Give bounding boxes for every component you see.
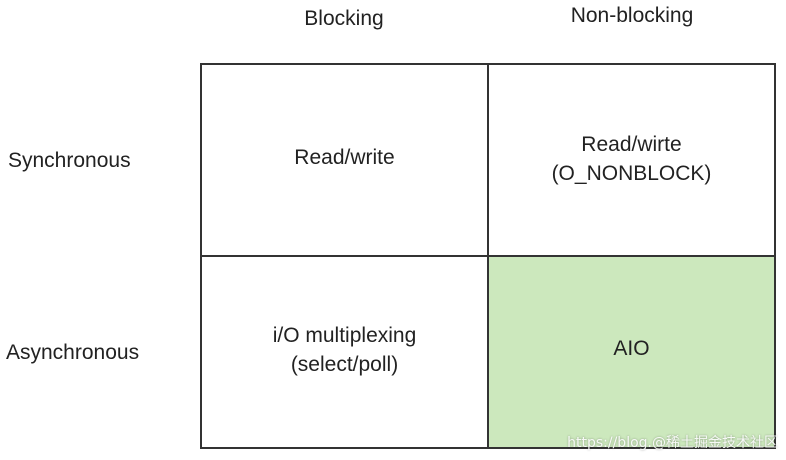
cell-synchronous-blocking: Read/write [200, 63, 489, 257]
cell-synchronous-nonblocking: Read/wirte (O_NONBLOCK) [487, 63, 776, 257]
io-model-grid: Read/write Read/wirte (O_NONBLOCK) i/O m… [200, 63, 776, 449]
cell-text-line1: i/O multiplexing [272, 323, 417, 347]
cell-text-line1: Read/wirte [581, 132, 682, 156]
cell-asynchronous-blocking: i/O multiplexing (select/poll) [200, 255, 489, 449]
column-header-blocking: Blocking [304, 7, 384, 30]
cell-text-line2: (select/poll) [290, 353, 399, 376]
cell-text-line2: (O_NONBLOCK) [551, 162, 712, 185]
cell-text: AIO [613, 337, 650, 361]
row-header-synchronous: Synchronous [8, 149, 131, 172]
cell-text: Read/write [294, 146, 395, 170]
column-header-nonblocking: Non-blocking [570, 4, 694, 27]
row-header-asynchronous: Asynchronous [6, 341, 140, 364]
cell-asynchronous-nonblocking-highlighted: AIO [487, 255, 776, 449]
watermark-text: https://blog.@稀土掘金技术社区 [567, 435, 778, 451]
